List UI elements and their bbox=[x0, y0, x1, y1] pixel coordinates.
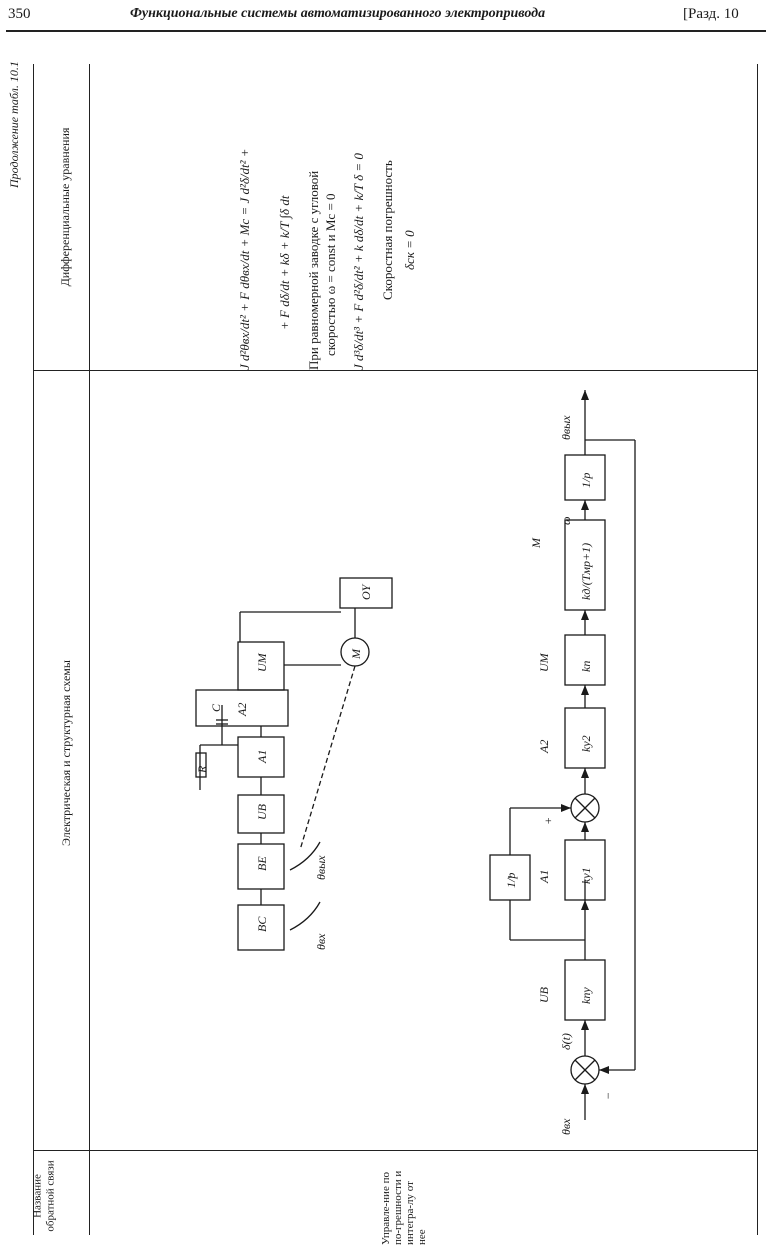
label-grp-um: UM bbox=[537, 652, 551, 672]
label-minus: − bbox=[601, 1092, 615, 1100]
label-bc: BC bbox=[255, 916, 269, 932]
label-grp-ub: UB bbox=[537, 986, 551, 1003]
table-header-rule bbox=[89, 64, 90, 1235]
label-a1: A1 bbox=[255, 750, 269, 764]
label-kp: kп bbox=[579, 661, 593, 672]
label-c: C bbox=[209, 703, 223, 712]
table-top-rule bbox=[33, 64, 34, 1235]
block-kp bbox=[564, 634, 606, 686]
label-a2: A2 bbox=[235, 703, 249, 717]
label-theta-in-el: θвх bbox=[314, 933, 328, 950]
label-ub: UB bbox=[255, 803, 269, 820]
section-label: [Разд. 10 bbox=[683, 6, 739, 22]
label-grp-a2: A2 bbox=[537, 740, 551, 754]
label-ky1: kу1 bbox=[579, 867, 593, 884]
label-m: M bbox=[349, 648, 363, 660]
label-omega: ω bbox=[559, 517, 573, 525]
block-oy bbox=[339, 577, 393, 609]
label-um: UM bbox=[255, 652, 269, 672]
col-divider-2 bbox=[33, 1150, 757, 1151]
label-int2: 1/p bbox=[579, 473, 593, 488]
label-int1: 1/p bbox=[504, 873, 518, 888]
header-rule bbox=[6, 30, 766, 32]
label-oy: OY bbox=[359, 583, 373, 600]
label-ky2: kу2 bbox=[579, 735, 593, 752]
label-input: θвх bbox=[559, 1118, 573, 1135]
table-bottom-rule bbox=[757, 64, 758, 1235]
label-motor-tf: kд/(Tмp+1) bbox=[579, 543, 593, 600]
label-output: θвых bbox=[559, 415, 573, 440]
page-number: 350 bbox=[8, 6, 31, 22]
label-error: δ(t) bbox=[559, 1033, 573, 1050]
label-grp-a1: A1 bbox=[537, 870, 551, 884]
col-divider-1 bbox=[33, 370, 757, 371]
block-um bbox=[237, 641, 285, 691]
label-grp-m: M bbox=[529, 537, 543, 549]
label-be: BE bbox=[255, 856, 269, 871]
label-theta-out-el: θвых bbox=[314, 855, 328, 880]
label-kpu: kпу bbox=[579, 987, 593, 1004]
label-r: R bbox=[195, 765, 209, 774]
running-title: Функциональные системы автоматизированно… bbox=[130, 6, 546, 21]
label-plus: + bbox=[541, 817, 555, 825]
